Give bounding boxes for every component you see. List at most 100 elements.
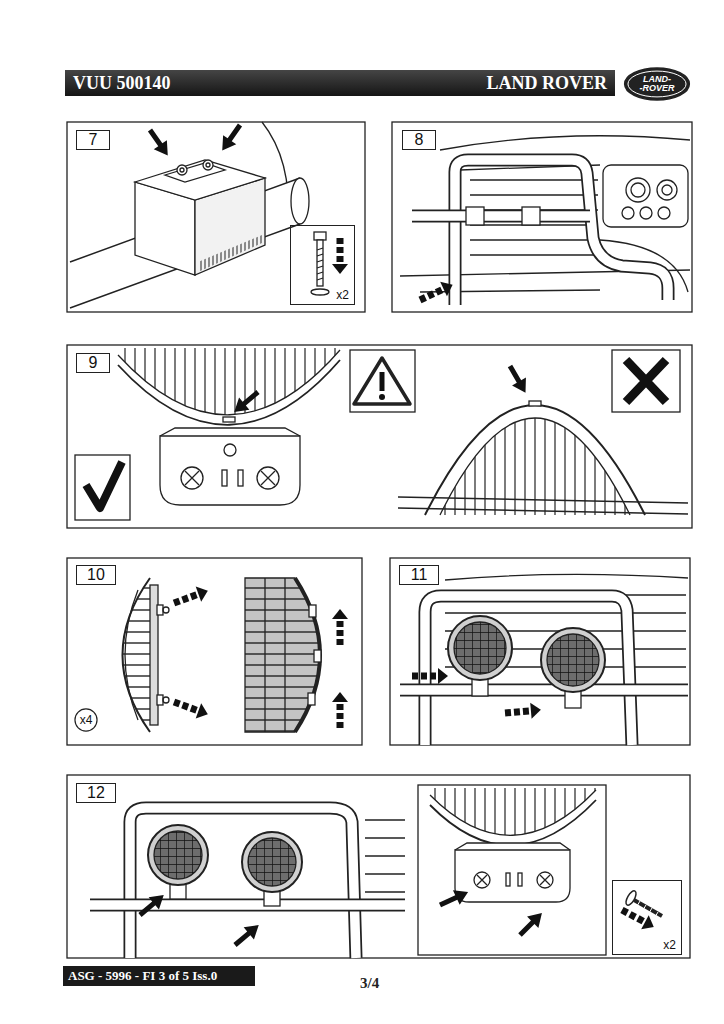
lamp-fixing-illustration [90,900,405,910]
lamp-alignment-illustration [185,471,199,485]
clamp-illustration [143,125,174,160]
node-text: 7 [89,131,98,149]
bolt-washer-icon [317,248,323,280]
bracket-screw-illustration [437,885,472,913]
node-text: 10 [87,566,105,584]
vehicle-front-illustration [658,207,670,219]
bracket-screw-illustration [514,907,547,940]
screw-icon [618,889,662,934]
lamp-fixing-illustration [130,808,356,958]
node-text: 11 [411,566,428,584]
lamp-alignment-illustration [181,467,203,489]
lamp-alignment-illustration [118,360,340,425]
lamp-alignment-illustration [118,348,342,438]
lamp-guard-illustration [398,497,688,514]
lamp-side-illustration [163,697,169,703]
warning-symbol [379,394,385,400]
vehicle-front-illustration [417,278,456,308]
clamp-illustration [177,165,187,175]
wrong-mark [612,350,680,412]
check-mark [86,462,122,508]
document-code: ASG - 5996 - FI 3 of 5 Iss.0 [63,966,255,986]
vehicle-front-illustration [622,207,634,219]
lamp-side-illustration [171,583,210,610]
lamp-rear-illustration [332,692,348,728]
lamp-rear-illustration [309,605,316,617]
node-text: LAND- [643,75,671,84]
check-mark [75,455,130,520]
clamp-illustration [180,168,184,172]
screw-icon [624,889,638,906]
panel-frame [67,345,692,528]
vehicle-front-illustration [631,183,645,197]
lamps-on-bar-illustration [400,685,688,695]
clamp-illustration [165,163,225,182]
lamp-alignment-illustration [160,428,300,436]
vehicle-front-illustration [455,160,668,305]
node-text: 12 [87,784,105,802]
installation-illustration [67,120,692,958]
clamp-illustration [198,235,262,272]
panel-frame [67,775,690,958]
vehicle-front-illustration [662,185,672,195]
vehicle-front-illustration [522,207,540,225]
wrong-mark [612,350,680,412]
lamp-side-illustration [95,575,155,735]
lamp-fixing-illustration [242,832,302,892]
page-number: 3/4 [360,975,379,992]
warning-symbol [350,350,415,412]
lamp-guard-illustration [529,401,541,406]
panel-frame [392,122,692,312]
vehicle-front-illustration [455,160,668,305]
lamp-fixing-illustration [244,834,300,890]
lamp-alignment-illustration [118,348,342,505]
step-number: 9 [76,353,110,373]
logo-oval [625,68,690,100]
panel-frame [67,122,692,958]
screw-icon [618,903,657,934]
lamps-on-bar-illustration [445,574,688,580]
vehicle-front-illustration [657,180,677,200]
lamp-side-illustration [171,694,210,721]
lamps-on-bar-illustration [425,596,632,745]
lamps-on-bar-illustration [450,618,510,678]
panel-frame [390,558,690,745]
clamp-illustration [203,160,213,170]
bolt-washer-icon [311,232,348,295]
lamps-on-bar-illustration [541,628,605,692]
vehicle-front-illustration [626,178,650,202]
lamp-rear-illustration [245,578,325,732]
node-text: VUU 500140 [73,73,171,94]
bracket-screw-illustration [540,875,550,885]
lamp-fixing-illustration [230,919,264,951]
lamp-fixing-illustration [135,889,169,921]
vehicle-front-illustration [603,165,688,227]
panel-frame [418,785,606,955]
bracket-screw-illustration [455,850,570,902]
bracket-screw-illustration [430,800,596,845]
lamps-on-bar-illustration [448,616,512,680]
lamp-fixing-illustration [130,808,356,958]
clamp-illustration [135,160,265,200]
bolt-washer-icon [332,238,348,274]
vehicle-front-illustration [440,136,690,150]
quantity-circle [74,708,98,732]
node-text: 8 [415,131,424,149]
lamp-side-illustration [125,590,138,720]
lamp-guard-illustration [440,390,630,515]
vehicle-front-illustration [400,136,690,307]
wrong-mark [626,360,666,402]
screw-icon [634,900,662,916]
lamp-side-illustration [163,607,169,613]
vehicle-front-illustration [412,211,590,221]
bolt-washer-icon [314,232,326,240]
logo-oval [628,71,686,97]
lamp-alignment-illustration [160,436,300,505]
lamp-guard-illustration [398,362,688,515]
quantity-circle [75,709,97,731]
node-text: x2 [662,938,677,952]
quantity-circle: x4 [74,708,98,732]
